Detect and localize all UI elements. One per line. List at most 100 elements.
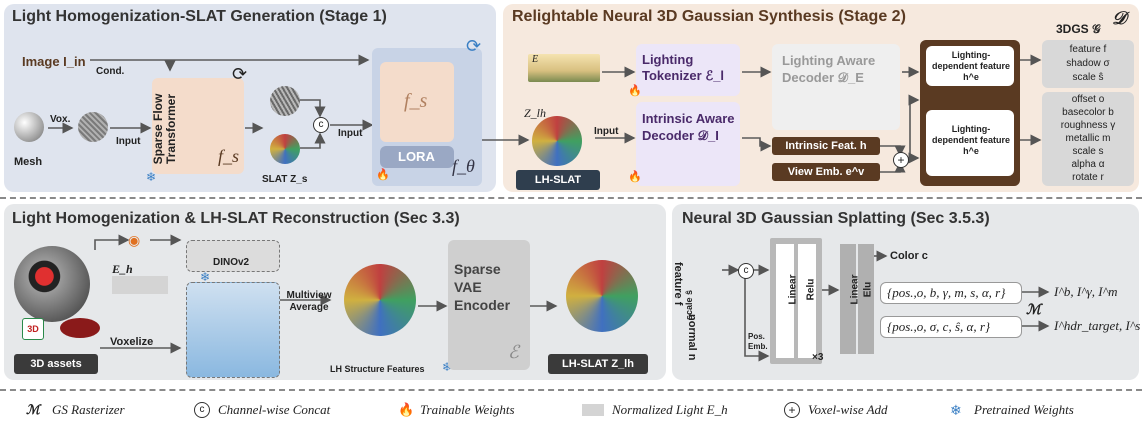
lh-structure-label: LH Structure Features: [330, 364, 425, 374]
ldf-top-label: Lighting-dependent feature h^e: [932, 50, 1011, 82]
times3-label: ×3: [812, 352, 824, 363]
sparse-flow-box: Sparse Flow Transformer f_s: [151, 78, 244, 174]
cube-icon: 3D: [22, 318, 44, 340]
env-map: [528, 54, 600, 82]
linear2-bar: Linear: [840, 244, 861, 354]
mesh-label: Mesh: [14, 156, 43, 168]
gs-top-1: shadow σ: [1066, 58, 1110, 69]
gs-top-2: scale ŝ: [1072, 72, 1104, 83]
legend-voxel-add: Voxel-wise Add: [808, 402, 888, 417]
divider-bottom: [0, 389, 1142, 391]
ldf-panel: Lighting-dependent feature h^e Lighting-…: [920, 40, 1020, 186]
linear1-label: Linear: [787, 274, 799, 305]
ldf-bottom-label: Lighting-dependent feature h^e: [932, 124, 1011, 156]
assets-pill: 3D assets: [14, 354, 98, 374]
slat-color-sphere: [270, 134, 300, 164]
legend-fire-icon: 🔥: [398, 402, 415, 417]
gs-bottom-0: offset o: [1071, 94, 1105, 105]
legend-voxel-add-icon: +: [784, 402, 800, 418]
sparse-flow-label: Sparse Flow Transformer: [151, 93, 178, 165]
legend-pretrained: Pretrained Weights: [974, 402, 1074, 417]
lighting-tokenizer-label: Lighting Tokenizer ℰ_l: [642, 52, 725, 83]
intrinsic-decoder-box: Intrinsic Aware Decoder 𝒟_I: [636, 102, 740, 186]
lora-box: LORA: [380, 146, 454, 168]
gs-bottom-5: alpha α: [1071, 159, 1105, 170]
input2-label: Input: [338, 128, 363, 139]
fs-lora-label: f_s: [404, 90, 428, 112]
legend-gs-rasterizer: GS Rasterizer: [52, 402, 125, 417]
divider-top: [0, 197, 1142, 199]
relu-label: Relu: [805, 278, 817, 301]
dinov2-box: DINOv2: [186, 240, 280, 272]
stage2-title: Relightable Neural 3D Gaussian Synthesis…: [512, 8, 906, 25]
legend-snow-icon: ❄: [950, 402, 962, 418]
legend-normalized: Normalized Light E_h: [612, 402, 728, 417]
lh-slat-zlh-pill: LH-SLAT Z_lh: [548, 354, 648, 374]
relu-bar: Relu: [798, 244, 816, 358]
fire-icon-2: 🔥: [628, 85, 642, 97]
legend-normalized-swatch: [582, 404, 604, 416]
voxel-add-icon: +: [893, 152, 909, 168]
eh-label: E_h: [112, 262, 133, 276]
legend-trainable: Trainable Weights: [420, 402, 515, 417]
color-label: Color c: [890, 250, 928, 262]
image-in-label: Image I_in: [22, 54, 86, 69]
refresh-icon-2: ⟳: [466, 36, 482, 56]
view-emb-pill: View Emb. e^v: [772, 163, 880, 181]
intrinsic-feat-pill: Intrinsic Feat. h: [772, 137, 880, 155]
asset-base: [60, 318, 100, 338]
ftheta-label: f_θ: [452, 156, 475, 176]
e-symbol: ℰ: [508, 342, 519, 362]
concat-icon: c: [313, 117, 329, 133]
snow-icon-1: ❄: [146, 170, 157, 184]
gs-bottom-1: basecolor b: [1062, 107, 1114, 118]
fire-icon-1: 🔥: [376, 169, 390, 181]
lighting-decoder-label: Lighting Aware Decoder 𝒟_E: [782, 53, 876, 85]
d-symbol: 𝒟: [1112, 8, 1127, 28]
env-label: E: [532, 54, 539, 65]
intrinsic-decoder-label: Intrinsic Aware Decoder 𝒟_I: [642, 111, 735, 143]
legend-concat-icon: c: [194, 402, 210, 418]
lighting-tokenizer-box: Lighting Tokenizer ℰ_l: [636, 44, 740, 96]
ftheta-box: f_s LORA f_θ: [372, 48, 482, 186]
elu-bar: Elu: [858, 244, 874, 354]
cond-label: Cond.: [96, 66, 125, 77]
multiview-box: [186, 282, 280, 378]
feature-label: feature f: [672, 262, 684, 306]
linear1-bar: Linear: [776, 244, 799, 358]
ldf-bottom-box: Lighting-dependent feature h^e: [926, 110, 1014, 176]
stage2-input-label: Input: [594, 126, 619, 137]
gs-title: 3DGS 𝒢: [1056, 22, 1101, 36]
fs-label: f_s: [218, 146, 240, 166]
normal-label: normal n: [686, 314, 698, 361]
out1-label: I^b, I^γ, I^m: [1054, 284, 1118, 299]
lh-structure-sphere: [344, 264, 416, 336]
concat-icon-2: c: [738, 263, 754, 279]
noise-sphere: [78, 112, 108, 142]
lora-label: LORA: [398, 149, 435, 164]
set2-box: {pos.,o, σ, c, ŝ, α, r}: [880, 316, 1022, 338]
gs-top-box: feature f shadow σ scale ŝ: [1042, 40, 1134, 88]
vox-label: Vox.: [50, 114, 71, 125]
set1-label: {pos.,o, b, γ, m, s, α, r}: [887, 285, 1006, 300]
m-symbol: ℳ: [1026, 303, 1041, 318]
gs-top-0: feature f: [1069, 44, 1107, 55]
gs-bottom-2: roughness γ: [1060, 120, 1116, 131]
gs-bottom-3: metallic m: [1065, 133, 1111, 144]
elu-label: Elu: [862, 281, 874, 298]
lighting-decoder-box: Lighting Aware Decoder 𝒟_E: [772, 44, 900, 130]
mlp-block: Linear Relu: [770, 238, 822, 364]
slat-label: SLAT Z_s: [262, 174, 308, 185]
slat-noise-sphere: [270, 86, 300, 116]
lh-slat-pill: LH-SLAT: [516, 170, 600, 190]
input1-label: Input: [116, 136, 141, 147]
lh-slat-result-sphere: [566, 260, 638, 332]
normalized-light-box: [112, 276, 168, 294]
fs-lora-box: f_s: [380, 62, 454, 142]
scale-label: scale ŝ: [684, 289, 694, 320]
pos-emb-label: Pos. Emb.: [748, 332, 768, 351]
fire-icon-3: 🔥: [628, 171, 642, 183]
set2-label: {pos.,o, σ, c, ŝ, α, r}: [887, 319, 991, 334]
blender-icon: ◉: [128, 232, 141, 248]
zlh-label: Z_lh: [524, 106, 547, 120]
